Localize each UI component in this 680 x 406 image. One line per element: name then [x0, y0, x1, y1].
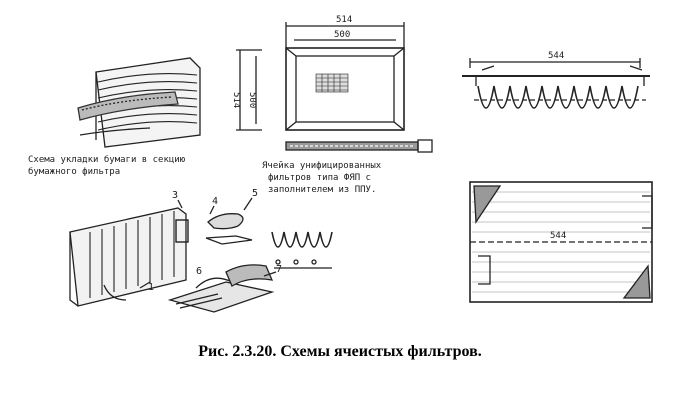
callout-1: 1: [148, 282, 154, 293]
paper-label-line2: бумажного фильтра: [28, 166, 120, 177]
unified-cell-plan: [236, 22, 433, 153]
filter-plate-front: [469, 181, 653, 303]
dim-frame-top: 544: [548, 51, 564, 61]
callout-3: 3: [172, 190, 178, 201]
cell-label-line3: заполнителем из ППУ.: [268, 185, 376, 195]
figure-caption: Рис. 2.3.20. Схемы ячеистых фильтров.: [198, 343, 482, 360]
dim-frame-mid: 544: [550, 231, 566, 241]
frame-section-view: [462, 58, 650, 109]
paper-label-line1: Схема укладки бумаги в секцию: [28, 154, 186, 165]
callout-5: 5: [252, 188, 258, 199]
dim-cell-side-inner: 500: [247, 92, 257, 108]
callout-7: 7: [276, 264, 282, 275]
callout-4: 4: [212, 196, 218, 207]
paper-section-illustration: [77, 57, 201, 148]
dim-cell-inner: 500: [334, 30, 350, 40]
cassette-assembly: [69, 197, 333, 313]
cell-label-line2: фильтров типа ФЯП с: [268, 173, 371, 183]
dim-cell-outer: 514: [336, 15, 352, 25]
cell-label-line1: Ячейка унифицированных: [262, 161, 382, 171]
callout-6: 6: [196, 266, 202, 277]
dim-cell-side-outer: 514: [231, 92, 241, 108]
